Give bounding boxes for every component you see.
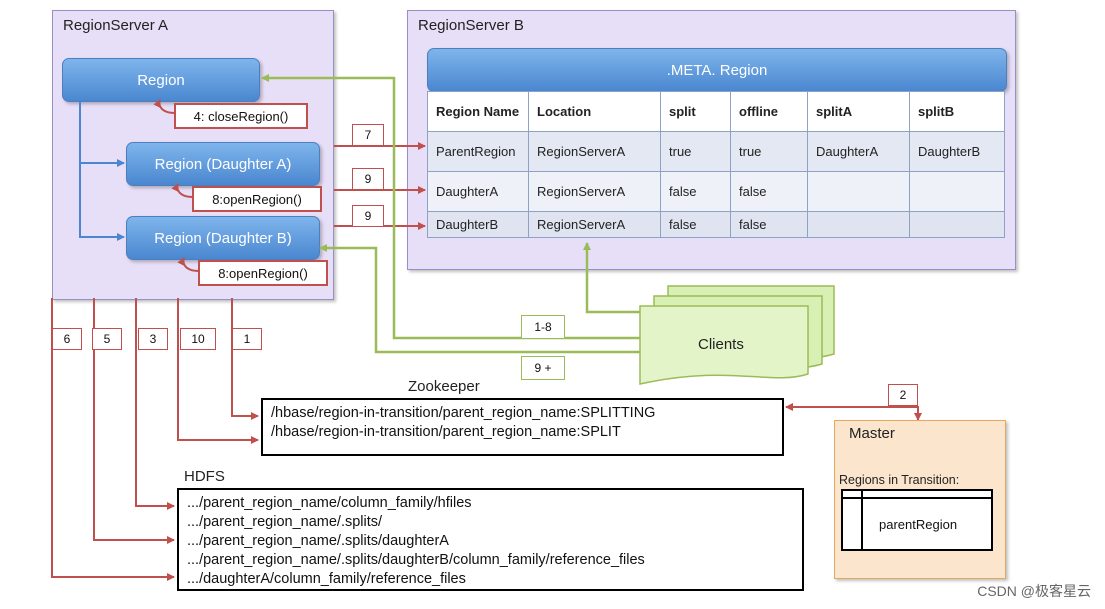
rit-item: parentRegion — [879, 517, 958, 532]
table-cell — [807, 171, 910, 212]
region-daughter-b: Region (Daughter B) — [126, 216, 320, 260]
step-1-8-label: 1-8 — [521, 315, 565, 339]
table-cell: RegionServerA — [528, 171, 661, 212]
meta-header-location: Location — [528, 91, 661, 132]
open-region-a-callout: 8:openRegion() — [192, 186, 322, 212]
hdfs-line: .../parent_region_name/.splits/daughterA — [187, 533, 449, 549]
rit-divider-v — [861, 491, 863, 549]
step-3-label: 3 — [138, 328, 168, 350]
watermark: CSDN @极客星云 — [977, 583, 1091, 599]
close-region-loop — [153, 99, 176, 114]
rit-title: Regions in Transition: — [839, 473, 960, 487]
meta-header-region-name: Region Name — [427, 91, 529, 132]
split-line-daughter-b — [79, 160, 125, 241]
open-region-a-loop — [171, 183, 194, 198]
meta-header-offline: offline — [730, 91, 808, 132]
meta-header-splitb: splitB — [909, 91, 1005, 132]
step-6-label: 6 — [52, 328, 82, 350]
table-cell: RegionServerA — [528, 131, 661, 172]
step-5-label: 5 — [92, 328, 122, 350]
close-region-callout: 4: closeRegion() — [174, 103, 308, 129]
table-cell: DaughterB — [427, 211, 529, 238]
table-cell: DaughterA — [427, 171, 529, 212]
arrow-step-10 — [177, 298, 259, 444]
meta-region-header: .META. Region — [427, 48, 1007, 92]
table-cell — [807, 211, 910, 238]
rit-table: parentRegion — [841, 489, 993, 551]
hdfs-line: .../parent_region_name/column_family/hfi… — [187, 495, 472, 511]
step-9b-label: 9 — [352, 205, 384, 227]
table-cell: DaughterB — [909, 131, 1005, 172]
hdfs-line: .../parent_region_name/.splits/daughterB… — [187, 552, 645, 568]
step-1-label: 1 — [232, 328, 262, 350]
region-daughter-a: Region (Daughter A) — [126, 142, 320, 186]
clients-label: Clients — [698, 336, 744, 353]
regionserver-b-title: RegionServer B — [418, 17, 524, 34]
arrow-clients-9plus — [319, 244, 640, 354]
step-7-label: 7 — [352, 124, 384, 146]
zookeeper-line-splitting: /hbase/region-in-transition/parent_regio… — [271, 405, 656, 421]
regionserver-a-title: RegionServer A — [63, 17, 169, 34]
split-line-daughter-a — [79, 100, 125, 167]
table-row: ParentRegion RegionServerA true true Dau… — [427, 131, 1005, 172]
table-cell — [909, 211, 1005, 238]
table-cell: false — [730, 171, 808, 212]
arrow-step-1 — [231, 298, 259, 420]
open-region-b-loop — [177, 257, 200, 272]
step-9plus-label: 9 + — [521, 356, 565, 380]
region-parent: Region — [62, 58, 260, 102]
hdfs-box: .../parent_region_name/column_family/hfi… — [177, 488, 804, 591]
table-cell: false — [660, 171, 731, 212]
table-cell: RegionServerA — [528, 211, 661, 238]
step-2-label: 2 — [888, 384, 918, 406]
master-box: Master Regions in Transition: parentRegi… — [834, 420, 1006, 579]
zookeeper-title: Zookeeper — [408, 378, 480, 395]
zookeeper-line-split: /hbase/region-in-transition/parent_regio… — [271, 424, 621, 440]
arrow-step-3 — [135, 298, 175, 510]
step-9a-label: 9 — [352, 168, 384, 190]
table-cell — [909, 171, 1005, 212]
meta-header-splita: splitA — [807, 91, 910, 132]
zookeeper-box: /hbase/region-in-transition/parent_regio… — [261, 398, 784, 456]
table-row: DaughterB RegionServerA false false — [427, 211, 1005, 238]
table-cell: ParentRegion — [427, 131, 529, 172]
arrow-step-6 — [51, 298, 175, 581]
meta-table: Region Name Location split offline split… — [427, 91, 1005, 238]
hdfs-title: HDFS — [184, 468, 225, 485]
open-region-b-callout: 8:openRegion() — [198, 260, 328, 286]
clients-document-stack — [639, 285, 835, 385]
table-row: DaughterA RegionServerA false false — [427, 171, 1005, 212]
meta-header-split: split — [660, 91, 731, 132]
table-cell: false — [730, 211, 808, 238]
table-cell: true — [660, 131, 731, 172]
arrow-clients-meta — [583, 242, 640, 314]
hdfs-line: .../parent_region_name/.splits/ — [187, 514, 383, 530]
hdfs-line: .../daughterA/column_family/reference_fi… — [187, 571, 466, 587]
master-title: Master — [849, 425, 895, 442]
arrow-step-2 — [785, 403, 922, 421]
arrow-step-5 — [93, 298, 175, 544]
arrow-clients-1-8 — [261, 74, 640, 340]
rit-divider-h — [843, 497, 991, 499]
step-10-label: 10 — [180, 328, 216, 350]
